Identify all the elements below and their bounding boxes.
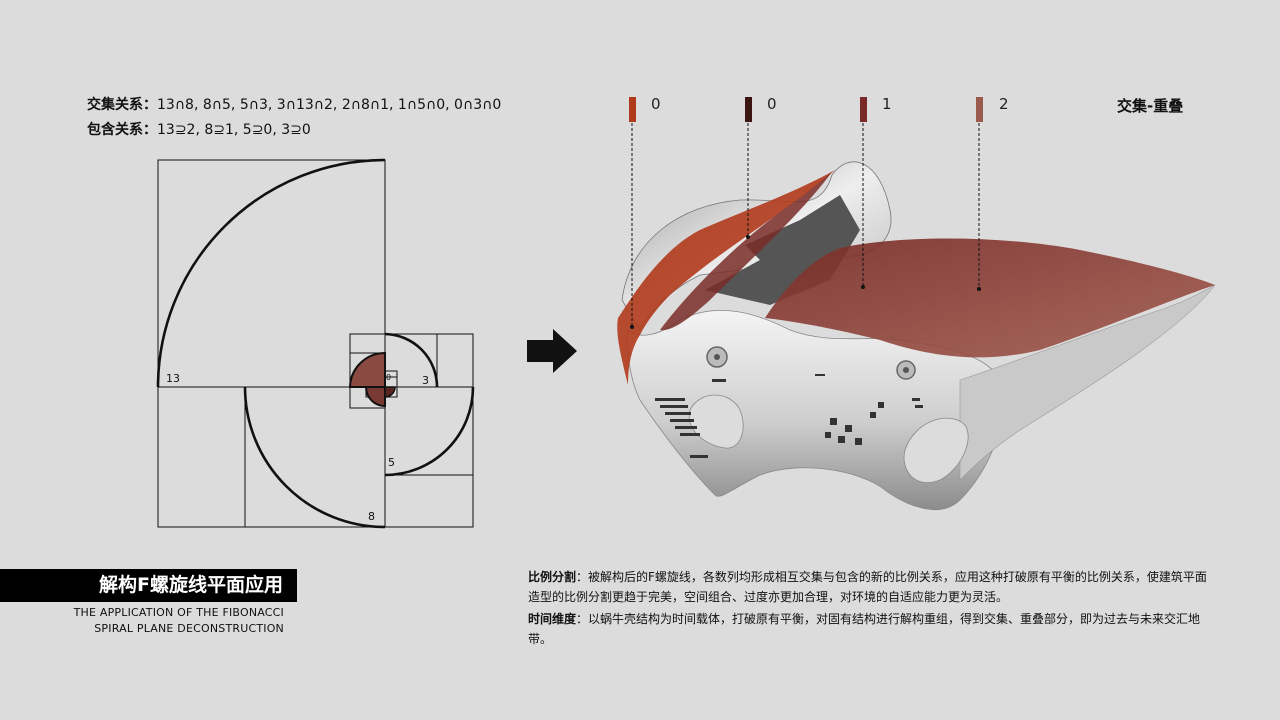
subtitle-line-1: THE APPLICATION OF THE FIBONACCI (73, 606, 284, 619)
rect-right-lower (384, 386, 474, 528)
inclusion-formula: 包含关系：13⊇2, 8⊇1, 5⊇0, 3⊇0 (87, 119, 311, 139)
square-5-lower (384, 474, 474, 528)
description-proportion: 比例分割：被解构后的F螺旋线，各数列均形成相互交集与包含的新的比例关系，应用这种… (528, 567, 1208, 607)
shell-wing (959, 284, 1216, 481)
description-text-2: ：以蜗牛壳结构为时间载体，打破原有平衡，对固有结构进行解构重组，得到交集、重叠部… (528, 612, 1201, 646)
roof-plane (765, 238, 1215, 358)
legend-leaders (631, 123, 980, 327)
inclusion-label: 包含关系： (87, 122, 157, 138)
architecture-model (617, 123, 1216, 510)
legend-value-4: 2 (999, 95, 1009, 113)
fibonacci-spiral (156, 158, 475, 529)
legend-value-3: 1 (882, 95, 892, 113)
label-13: 13 (166, 372, 180, 385)
fibonacci-grid (157, 159, 474, 528)
label-8: 8 (368, 510, 375, 523)
core-quarter-2 (364, 386, 386, 408)
arc-8 (243, 386, 386, 529)
intersection-label: 交集关系： (87, 97, 157, 113)
arc-5 (384, 386, 475, 477)
description-time: 时间维度：以蜗牛壳结构为时间载体，打破原有平衡，对固有结构进行解构重组，得到交集… (528, 609, 1208, 649)
label-5: 5 (388, 456, 395, 469)
core-quarter-1 (348, 351, 386, 388)
roof-curl (660, 172, 832, 331)
intersection-formula: 交集关系：13∩8, 8∩5, 5∩3, 3∩13∩2, 2∩8∩1, 1∩5∩… (87, 94, 501, 114)
core-quarter-3 (384, 386, 396, 398)
description-label-1: 比例分割 (528, 570, 577, 584)
arc-3 (384, 332, 439, 388)
overlay-title: 交集-重叠 (1117, 97, 1184, 115)
description-text-1: ：被解构后的F螺旋线，各数列均形成相互交集与包含的新的比例关系，应用这种打破原有… (528, 570, 1207, 604)
rect-left-lower (157, 386, 246, 528)
opening-2 (903, 417, 969, 483)
section-title: 解构F螺旋线平面应用 (0, 569, 297, 602)
legend-swatch-3 (860, 97, 867, 122)
legend-swatch-2 (745, 97, 752, 122)
inclusion-value: 13⊇2, 8⊇1, 5⊇0, 3⊇0 (157, 122, 311, 138)
leader-dots (630, 235, 981, 329)
window-slits (655, 374, 923, 458)
subtitle-line-2: SPIRAL PLANE DECONSTRUCTION (94, 622, 284, 635)
legend-swatch-1 (629, 97, 636, 122)
legend-value-1: 0 (651, 95, 661, 113)
spiral-core (348, 351, 396, 408)
legend-swatch-4 (976, 97, 983, 122)
legend-value-2: 0 (767, 95, 777, 113)
label-3: 3 (422, 374, 429, 387)
red-accent-strip (617, 170, 835, 385)
arc-13 (156, 158, 386, 388)
label-0: 0 (386, 373, 391, 382)
arrow-icon (527, 329, 577, 373)
fan-icon-2 (896, 360, 916, 380)
description-label-2: 时间维度 (528, 612, 577, 626)
fan-icon (706, 346, 728, 368)
intersection-value: 13∩8, 8∩5, 5∩3, 3∩13∩2, 2∩8∩1, 1∩5∩0, 0∩… (157, 97, 502, 113)
